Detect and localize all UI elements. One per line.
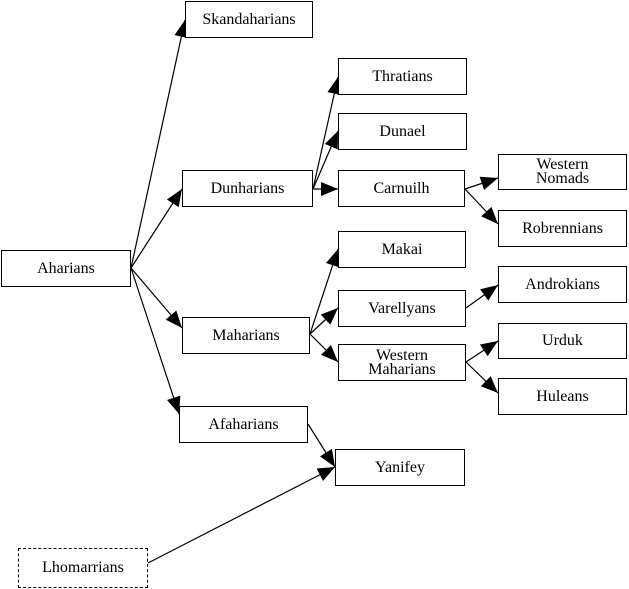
node-label-line1: Western [375,346,429,364]
edge-varellyans-to-androkians-arrowhead [480,285,498,301]
edge-carnuilh-to-robrennians-arrowhead [481,206,498,224]
node-label: Afaharians [208,415,279,433]
node-label-line2: Nomads [535,170,590,187]
edge-western-maharians-to-urduk-arrowhead [479,341,498,357]
edge-maharians-to-western-maharians-arrowhead [321,345,338,362]
node-label: Lhomarrians [42,559,124,576]
edge-aharians-to-afaharians-arrowhead [167,395,181,414]
edge-dunharians-to-thratians-arrowhead [327,77,342,96]
edge-western-maharians-to-huleans-arrowhead [480,376,498,393]
node-afaharians: Afaharians [179,406,308,443]
edge-aharians-to-afaharians-line [130,267,180,415]
node-western-nomads: Western Nomads [498,154,627,190]
node-label-line2: Maharians [368,360,436,378]
edge-aharians-to-skandaharians-arrowhead [174,20,189,39]
node-urduk: Urduk [498,323,627,359]
edge-lhomarrians-to-yanifey-line [147,466,336,564]
node-label: Urduk [542,332,583,349]
node-dunael: Dunael [338,113,467,150]
node-western-maharians: Western Maharians [338,344,466,381]
node-label: Varellyans [368,299,436,317]
edge-aharians-to-maharians-arrowhead [165,310,182,328]
node-label: Skandaharians [202,10,296,28]
node-varellyans: Varellyans [338,290,466,327]
edge-aharians-to-skandaharians-line [130,19,186,269]
node-aharians: Aharians [1,250,131,287]
node-label: Robrennians [522,219,603,237]
edge-afaharians-to-yanifey-arrowhead [320,448,335,467]
node-androkians: Androkians [498,266,627,303]
node-huleans: Huleans [498,378,627,415]
node-robrennians: Robrennians [498,210,627,247]
edge-carnuilh-to-western-nomads-arrowhead [479,176,498,191]
node-makai: Makai [338,231,466,268]
node-label: Maharians [212,326,280,344]
node-label: Carnuilh [373,179,430,197]
node-maharians: Maharians [182,317,310,354]
node-carnuilh: Carnuilh [338,170,465,207]
edge-dunharians-to-dunael-arrowhead [324,131,338,150]
node-label: Androkians [525,275,600,293]
edge-lhomarrians-to-yanifey-arrowhead [316,467,335,481]
node-thratians: Thratians [338,58,467,95]
edge-maharians-to-makai-arrowhead [326,249,340,268]
node-label: Aharians [37,259,95,277]
node-label: Makai [381,240,423,258]
node-dunharians: Dunharians [182,170,313,207]
edge-dunharians-to-thratians-line [312,76,339,190]
node-label: Dunharians [210,179,285,197]
node-label: Thratians [372,67,433,85]
node-label: Yanifey [375,458,425,476]
node-label-line1: Western [536,156,589,173]
node-label: Huleans [536,387,589,405]
node-lhomarrians: Lhomarrians [18,548,148,588]
node-yanifey: Yanifey [335,449,465,486]
node-skandaharians: Skandaharians [185,1,313,38]
edge-aharians-to-dunharians-arrowhead [166,189,182,208]
node-label: Dunael [379,122,426,140]
edge-dunharians-to-carnuilh-arrowhead [321,182,338,196]
edge-maharians-to-varellyans-arrowhead [320,308,338,325]
